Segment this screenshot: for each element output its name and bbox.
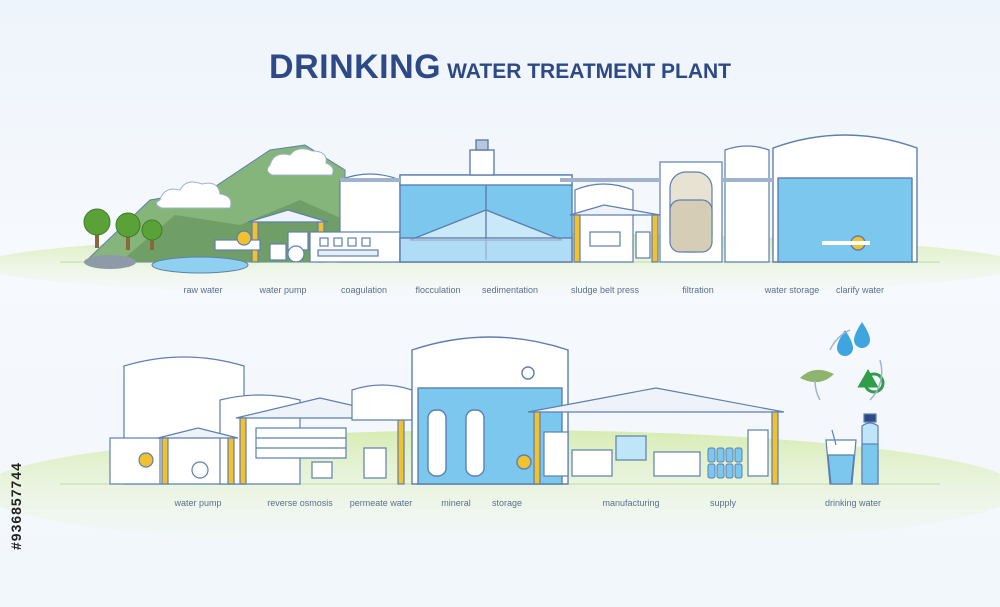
label-water-pump-2: water pump bbox=[174, 498, 222, 508]
glass-icon bbox=[825, 429, 857, 485]
row2-tanks-left bbox=[109, 356, 301, 485]
mineral-storage-tank bbox=[411, 336, 569, 485]
sedimentation-tank bbox=[399, 139, 573, 263]
label-water-storage: water storage bbox=[764, 285, 820, 295]
manufacturing-hall bbox=[527, 387, 785, 485]
leaf-icon bbox=[800, 369, 834, 383]
reverse-osmosis-hall bbox=[235, 384, 413, 485]
label-supply: supply bbox=[709, 498, 737, 508]
label-storage: storage bbox=[491, 498, 523, 508]
clarify-water-tank bbox=[772, 134, 918, 263]
title-rest: WATER TREATMENT PLANT bbox=[447, 60, 731, 83]
label-drinking-water: drinking water bbox=[824, 498, 882, 508]
label-filtration: filtration bbox=[682, 285, 714, 295]
clouds bbox=[156, 148, 334, 209]
sludge-belt-press bbox=[569, 183, 661, 263]
label-clarify-water: clarify water bbox=[835, 285, 885, 295]
label-raw-water: raw water bbox=[183, 285, 223, 295]
label-permeate-water: permeate water bbox=[349, 498, 413, 508]
label-coagulation: coagulation bbox=[340, 285, 388, 295]
label-sludge-belt-press: sludge belt press bbox=[570, 285, 640, 295]
label-sedimentation: sedimentation bbox=[481, 285, 539, 295]
water-storage-tank bbox=[724, 145, 770, 263]
title-bold: DRINKING bbox=[269, 48, 442, 86]
supply-bottles bbox=[707, 447, 743, 479]
filtration-vessel bbox=[659, 161, 723, 263]
recycle-icon bbox=[857, 368, 885, 394]
water-drop-icon bbox=[837, 322, 870, 356]
bottle-icon bbox=[861, 413, 879, 485]
trees bbox=[83, 208, 163, 250]
label-water-pump: water pump bbox=[259, 285, 307, 295]
label-reverse-osmosis: reverse osmosis bbox=[267, 498, 333, 508]
raw-water-pond bbox=[84, 255, 249, 274]
stock-id: #936857744 bbox=[8, 462, 24, 550]
cycle-arrows bbox=[814, 329, 883, 401]
label-flocculation: flocculation bbox=[415, 285, 461, 295]
label-mineral: mineral bbox=[441, 498, 471, 508]
label-manufacturing: manufacturing bbox=[602, 498, 660, 508]
